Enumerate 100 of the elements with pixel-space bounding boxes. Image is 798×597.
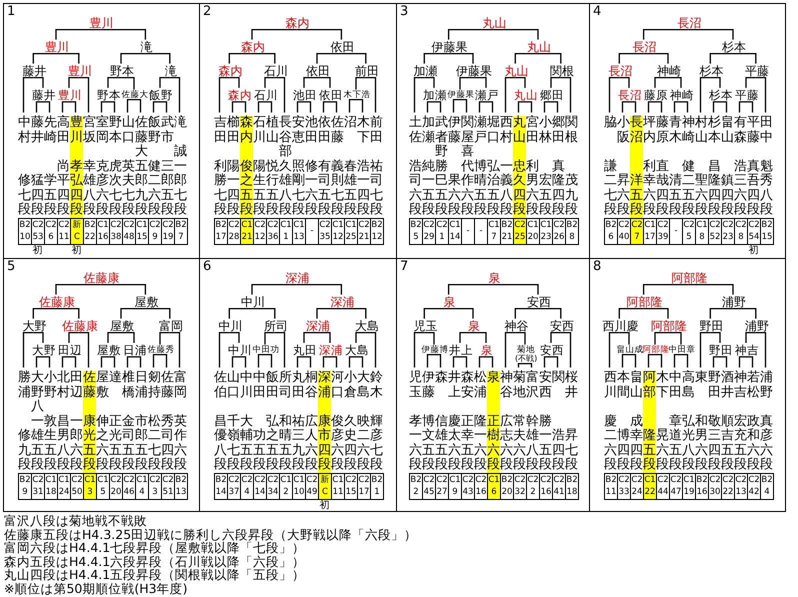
bracket-line bbox=[36, 101, 43, 112]
bracket-panel bbox=[3, 3, 200, 259]
rank-text: 九段 bbox=[18, 444, 31, 473]
name-text: 吉田 bbox=[214, 116, 227, 146]
name-text: 伸之 bbox=[96, 414, 109, 444]
rank-text: 四段 bbox=[318, 444, 331, 473]
rank-text: 四段 bbox=[57, 188, 70, 218]
winner-name: 前田 bbox=[354, 65, 379, 78]
name-text: 佐藤 bbox=[331, 116, 344, 146]
rank-text: 四段 bbox=[161, 444, 174, 473]
name-text: 弘光 bbox=[682, 414, 695, 444]
name-text: 安恵 bbox=[292, 116, 305, 146]
bracket-line bbox=[22, 76, 34, 112]
rank-text: 四段 bbox=[70, 188, 83, 218]
bracket-line bbox=[642, 28, 688, 40]
bracket-line bbox=[681, 101, 688, 112]
rank-text: 七段 bbox=[18, 188, 31, 218]
bracket-line bbox=[32, 52, 56, 64]
name-text: 瀬戸 bbox=[474, 116, 487, 146]
note-mark: 初 bbox=[32, 245, 42, 256]
name-text: 佐藤 bbox=[83, 371, 96, 400]
note-mark: 初 bbox=[320, 500, 330, 511]
name-text: 弘之 bbox=[266, 414, 279, 444]
name-text: 小阪 bbox=[617, 116, 630, 146]
rank-text: 六段 bbox=[500, 444, 513, 473]
bracket-line bbox=[322, 356, 330, 368]
name-text: 田辺 bbox=[70, 371, 83, 400]
rank-text: 八段 bbox=[682, 444, 695, 473]
name-text: 正光 bbox=[109, 414, 122, 444]
winner-name: 西川慶 bbox=[602, 320, 638, 334]
winner-name: 豊川 bbox=[90, 17, 114, 30]
winner-name: 安西 bbox=[540, 344, 564, 358]
bracket-line bbox=[478, 356, 486, 368]
name-text: 安西 bbox=[539, 371, 552, 400]
bracket-line bbox=[304, 356, 312, 368]
name-text: 照剛 bbox=[292, 160, 305, 188]
bracket-line bbox=[720, 356, 728, 368]
name-text: 植山 bbox=[266, 116, 279, 146]
note-text: ※順位は第50期順位戦(H3年度) bbox=[4, 582, 188, 596]
winner-name: 屋敷 bbox=[97, 344, 121, 358]
bracket-line bbox=[145, 308, 170, 319]
bracket-line bbox=[478, 101, 486, 112]
bracket-line bbox=[120, 52, 146, 64]
name-text: 北村 bbox=[57, 371, 70, 400]
name-text: 康市 bbox=[318, 414, 331, 444]
winner-name: 浦野 bbox=[722, 296, 746, 310]
note-text: 森内五段はH4.4.1六段昇段（石川戦以降「六段」） bbox=[4, 554, 306, 569]
name-text: 洋 bbox=[630, 174, 643, 189]
name-text: 浩三 bbox=[734, 160, 747, 188]
bracket-line bbox=[126, 356, 134, 368]
name-text: 魁秀 bbox=[760, 160, 773, 188]
winner-name: 阿部隆 bbox=[671, 272, 708, 286]
bracket-line bbox=[317, 332, 331, 343]
name-text: 日浦 bbox=[135, 371, 148, 400]
bracket-line bbox=[426, 101, 434, 112]
winner-name: 森内 bbox=[218, 65, 242, 78]
bracket-line bbox=[303, 76, 317, 88]
rank-text: 六段 bbox=[604, 444, 617, 473]
name-text: 浩一 bbox=[357, 160, 370, 189]
name-text: 勝巳 bbox=[435, 160, 448, 189]
rank-text: 五段 bbox=[669, 444, 682, 473]
bracket-line bbox=[424, 332, 435, 345]
name-text: 若松 bbox=[747, 371, 760, 400]
panel-number: 5 bbox=[7, 260, 16, 274]
rank-text: 七段 bbox=[292, 188, 305, 218]
name-text: 果 bbox=[448, 174, 461, 188]
name-text: 市郎 bbox=[135, 414, 148, 444]
panel-number: 8 bbox=[593, 260, 602, 274]
name-text: 野田 bbox=[708, 371, 721, 400]
bracket-line bbox=[448, 28, 494, 40]
name-text: 尚平 bbox=[57, 160, 70, 189]
rank-text: 七段 bbox=[109, 188, 122, 218]
name-text: 常夫 bbox=[513, 414, 526, 444]
winner-name: 野田 bbox=[709, 344, 733, 358]
name-text: 陽生 bbox=[253, 160, 266, 189]
winner-name: 杉本 bbox=[709, 89, 733, 102]
rank-text: 四段 bbox=[617, 444, 630, 473]
winner-name: 井上 bbox=[449, 344, 473, 358]
bracket-line bbox=[120, 308, 146, 319]
winner-name: 大島 bbox=[354, 320, 379, 334]
player-column bbox=[513, 116, 526, 244]
name-text: 祐三 bbox=[292, 414, 305, 444]
bracket-line bbox=[317, 76, 331, 88]
winner-name: 木下浩 bbox=[344, 91, 370, 100]
bracket-line bbox=[100, 284, 146, 295]
winner-name: 神吉 bbox=[735, 344, 759, 358]
bracket-line bbox=[710, 76, 721, 88]
winner-name: 野本 bbox=[110, 65, 134, 78]
class-cell: B2 12 bbox=[370, 218, 384, 244]
rank-text: 六段 bbox=[760, 444, 773, 473]
name-text: 勝一 bbox=[539, 414, 552, 444]
winner-name: 石川 bbox=[264, 65, 288, 78]
name-text: 小林 bbox=[539, 116, 552, 146]
winner-name: 浦野 bbox=[744, 320, 769, 334]
winner-name: 森内 bbox=[286, 17, 310, 30]
rank-text: 五段 bbox=[161, 188, 174, 218]
bracket-line bbox=[746, 101, 754, 112]
bracket-line bbox=[644, 52, 669, 64]
name-text: 池田 bbox=[305, 116, 318, 146]
rank-text: 五段 bbox=[643, 444, 656, 473]
